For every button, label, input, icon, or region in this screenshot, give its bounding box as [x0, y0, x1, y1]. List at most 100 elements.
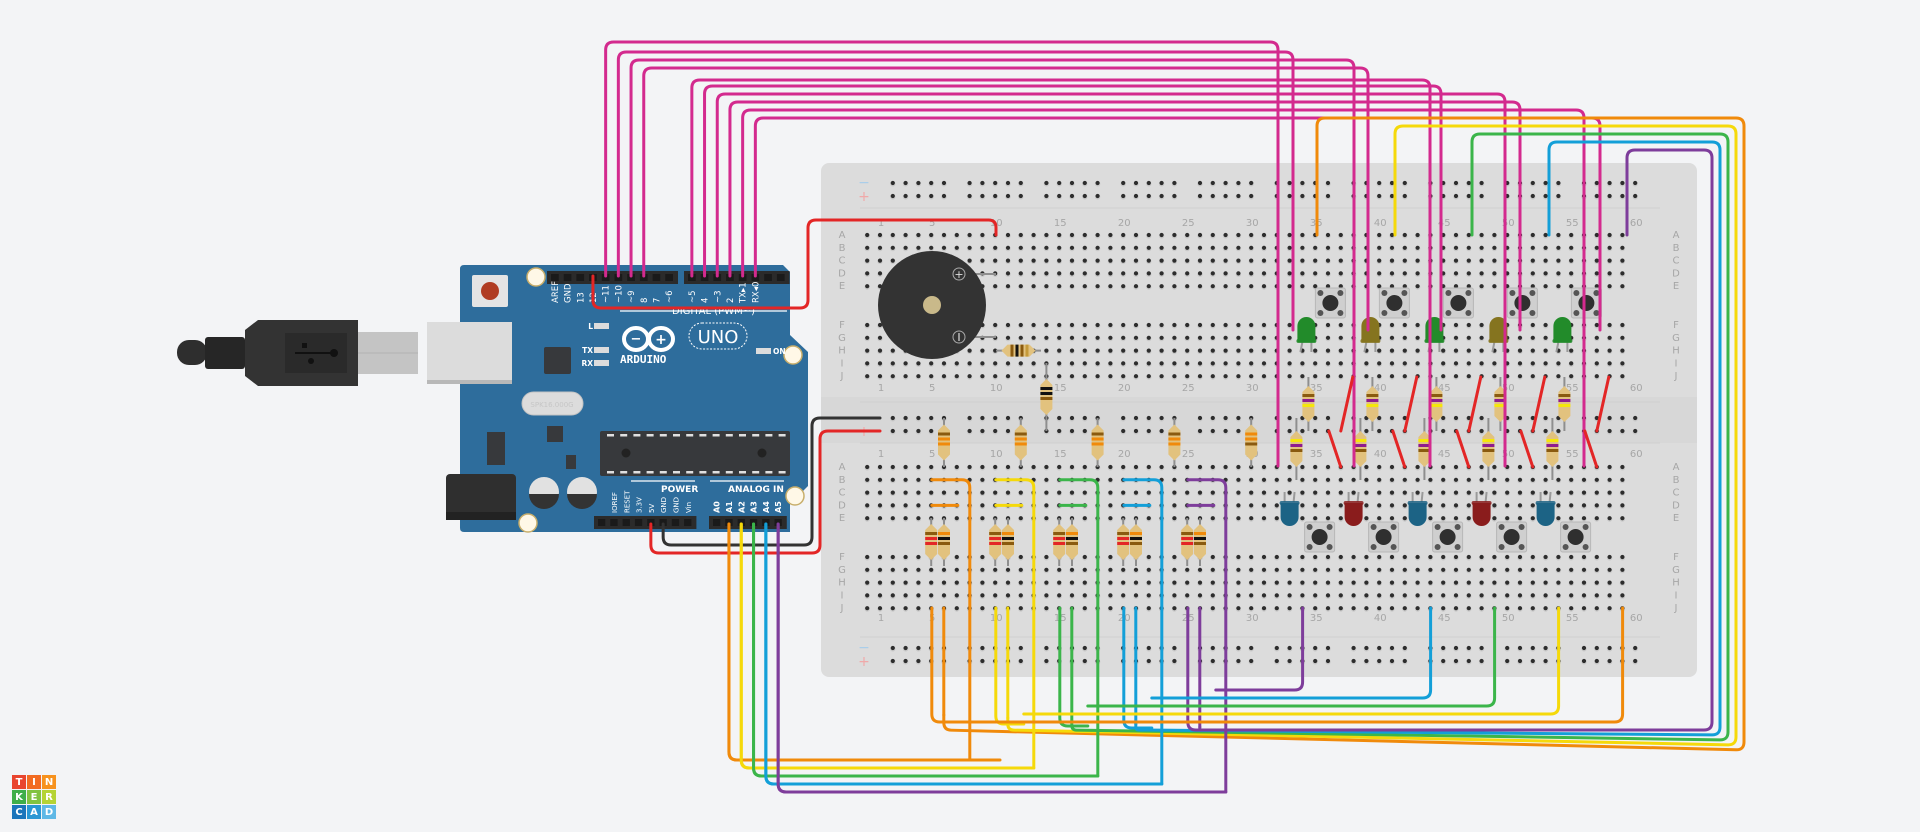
- breadboard-hole[interactable]: [1453, 490, 1459, 495]
- breadboard-hole[interactable]: [1057, 593, 1062, 598]
- breadboard-hole[interactable]: [1261, 516, 1267, 521]
- breadboard-hole[interactable]: [1172, 322, 1177, 328]
- rail-hole[interactable]: [1236, 180, 1241, 186]
- breadboard-hole[interactable]: [1197, 271, 1203, 276]
- breadboard-hole[interactable]: [1364, 490, 1369, 495]
- breadboard-hole[interactable]: [1364, 361, 1369, 366]
- breadboard-hole[interactable]: [1389, 580, 1395, 585]
- push-button[interactable]: [1560, 521, 1592, 553]
- breadboard-hole[interactable]: [1402, 284, 1407, 289]
- breadboard-hole[interactable]: [1428, 580, 1433, 585]
- breadboard-hole[interactable]: [1479, 593, 1484, 598]
- breadboard-hole[interactable]: [1044, 335, 1049, 340]
- header-pin[interactable]: [563, 274, 572, 281]
- breadboard-hole[interactable]: [1530, 606, 1535, 611]
- button-cap[interactable]: [1311, 529, 1328, 545]
- rail-hole[interactable]: [993, 428, 998, 434]
- breadboard-hole[interactable]: [1402, 554, 1407, 560]
- breadboard-hole[interactable]: [1377, 516, 1382, 521]
- breadboard-hole[interactable]: [1261, 580, 1267, 585]
- breadboard-hole[interactable]: [1005, 258, 1011, 263]
- breadboard-hole[interactable]: [1402, 516, 1407, 521]
- breadboard-hole[interactable]: [1581, 477, 1587, 482]
- diagonal-jumper[interactable]: [1583, 429, 1599, 469]
- breadboard-hole[interactable]: [1415, 232, 1420, 238]
- rail-hole[interactable]: [903, 415, 908, 421]
- breadboard-hole[interactable]: [993, 580, 998, 585]
- breadboard-hole[interactable]: [1325, 593, 1331, 598]
- breadboard-hole[interactable]: [1287, 361, 1292, 366]
- breadboard-hole[interactable]: [1197, 284, 1203, 289]
- rail-hole[interactable]: [1313, 415, 1318, 421]
- rail-hole[interactable]: [1594, 658, 1599, 664]
- breadboard-hole[interactable]: [1044, 567, 1049, 572]
- rail-hole[interactable]: [1351, 645, 1356, 651]
- breadboard-hole[interactable]: [967, 348, 972, 353]
- rail-hole[interactable]: [1197, 180, 1203, 186]
- breadboard-hole[interactable]: [1479, 271, 1484, 276]
- breadboard-hole[interactable]: [1057, 232, 1062, 238]
- breadboard-hole[interactable]: [1377, 554, 1382, 560]
- breadboard-hole[interactable]: [1402, 477, 1407, 482]
- breadboard-hole[interactable]: [993, 348, 998, 353]
- rail-hole[interactable]: [1210, 180, 1215, 186]
- breadboard-hole[interactable]: [1172, 258, 1177, 263]
- header-pin[interactable]: [764, 274, 772, 281]
- breadboard-hole[interactable]: [1018, 335, 1023, 340]
- rail-hole[interactable]: [903, 658, 908, 664]
- breadboard-hole[interactable]: [1389, 503, 1395, 508]
- rail-hole[interactable]: [1069, 415, 1075, 421]
- rail-hole[interactable]: [1377, 428, 1382, 434]
- breadboard-hole[interactable]: [993, 374, 998, 379]
- breadboard-hole[interactable]: [1261, 348, 1267, 353]
- breadboard-hole[interactable]: [1172, 567, 1177, 572]
- breadboard-hole[interactable]: [1249, 516, 1254, 521]
- analog-input-wire[interactable]: [727, 522, 972, 762]
- breadboard-hole[interactable]: [1057, 361, 1062, 366]
- breadboard-hole[interactable]: [1389, 335, 1395, 340]
- rail-hole[interactable]: [1581, 645, 1587, 651]
- breadboard-hole[interactable]: [1197, 490, 1203, 495]
- breadboard-hole[interactable]: [1261, 258, 1267, 263]
- breadboard-hole[interactable]: [1377, 232, 1382, 238]
- breadboard-hole[interactable]: [1620, 258, 1625, 263]
- breadboard-hole[interactable]: [1300, 580, 1305, 585]
- breadboard-hole[interactable]: [865, 245, 870, 250]
- rail-hole[interactable]: [1325, 658, 1331, 664]
- breadboard-hole[interactable]: [1517, 593, 1523, 598]
- breadboard-hole[interactable]: [1313, 554, 1318, 560]
- rail-hole[interactable]: [1236, 415, 1241, 421]
- breadboard-hole[interactable]: [1338, 490, 1343, 495]
- rail-hole[interactable]: [1018, 658, 1023, 664]
- breadboard-hole[interactable]: [1517, 490, 1523, 495]
- breadboard-hole[interactable]: [1261, 503, 1267, 508]
- feedback-wire[interactable]: [1134, 140, 1722, 737]
- rail-hole[interactable]: [1069, 193, 1075, 199]
- breadboard-hole[interactable]: [1325, 477, 1331, 482]
- breadboard-hole[interactable]: [916, 245, 921, 250]
- breadboard-hole[interactable]: [1057, 567, 1062, 572]
- breadboard-hole[interactable]: [1185, 580, 1190, 585]
- breadboard-hole[interactable]: [1044, 580, 1049, 585]
- breadboard-hole[interactable]: [1133, 258, 1139, 263]
- usb-jack[interactable]: [427, 322, 512, 384]
- dc-power-jack[interactable]: [446, 474, 516, 518]
- breadboard-hole[interactable]: [1044, 284, 1049, 289]
- breadboard-hole[interactable]: [1594, 258, 1599, 263]
- breadboard-hole[interactable]: [1261, 477, 1267, 482]
- rail-hole[interactable]: [1223, 180, 1228, 186]
- rail-hole[interactable]: [1146, 645, 1151, 651]
- led-red[interactable]: [1471, 491, 1492, 526]
- breadboard-hole[interactable]: [1325, 503, 1331, 508]
- breadboard-hole[interactable]: [1453, 322, 1459, 328]
- rail-hole[interactable]: [890, 415, 895, 421]
- breadboard-hole[interactable]: [1095, 335, 1100, 340]
- rail-hole[interactable]: [980, 193, 985, 199]
- breadboard-hole[interactable]: [1377, 348, 1382, 353]
- rail-hole[interactable]: [1223, 428, 1228, 434]
- breadboard-hole[interactable]: [1108, 580, 1113, 585]
- breadboard-hole[interactable]: [1466, 258, 1471, 263]
- breadboard-hole[interactable]: [1556, 593, 1561, 598]
- rail-hole[interactable]: [903, 428, 908, 434]
- breadboard-hole[interactable]: [1441, 348, 1446, 353]
